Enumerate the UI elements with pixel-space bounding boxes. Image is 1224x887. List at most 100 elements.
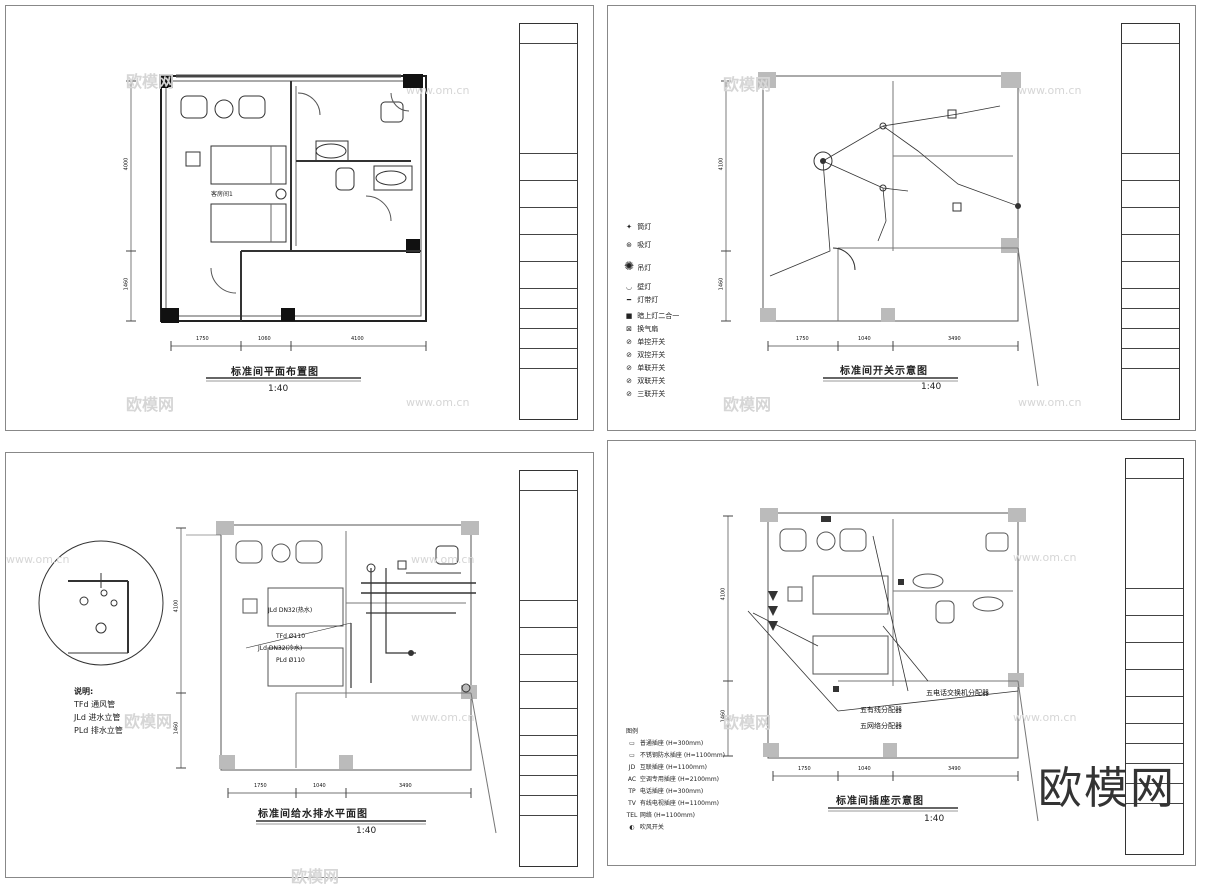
notes-title: 说明: (74, 687, 94, 696)
callout-cable-splitter: 五有线分配器 (860, 706, 902, 714)
room-label: 客房间1 (211, 191, 233, 198)
legend-item: ■ 暗上灯二合一 (623, 310, 680, 323)
pipe-label-hot: JLd DN32(热水) (268, 607, 313, 614)
title-block (519, 23, 578, 420)
legend-item: ⊘ 双联开关 (623, 375, 679, 388)
sheet-plumbing-plan: JLd DN32(热水) TFd Ø110 JLd DN32(冷水) PLd Ø… (5, 452, 594, 886)
title-block (1121, 23, 1180, 420)
dim-v-1: 4100 (720, 587, 727, 601)
dim-h-3: 3490 (948, 336, 961, 342)
legend-item: ✺ 吊灯 (623, 259, 652, 273)
title-block (1125, 458, 1184, 855)
legend-item: AC 空调专用插座 (H=2100mm) (626, 774, 725, 786)
lighting-legend: ✦ 筒灯 ⊛ 吸灯 ✺ 吊灯 ◡ 壁灯 ━ 灯带灯 ■ 暗上灯二合一 ⊠ 换气扇… (623, 221, 679, 401)
watermark-brand: 欧模网 (723, 75, 772, 94)
legend-item: ▭ 不锈钢防水插座 (H=1100mm) (626, 750, 725, 762)
dim-h-1: 1750 (798, 766, 811, 772)
drawing-title: 标准间给水排水平面图 (258, 809, 368, 820)
plumbing-plan-drawing (38, 521, 497, 834)
dim-h-2: 1040 (858, 766, 871, 772)
legend-item: ⊘ 单控开关 (623, 336, 679, 349)
legend-item: ⊘ 单联开关 (623, 362, 679, 375)
note-item: TFd 通风管 (74, 700, 116, 709)
watermark-brand: 欧模网 (291, 867, 340, 886)
title-block (519, 470, 578, 867)
double-gang-icon: ⊘ (626, 377, 632, 385)
legend-item: ✦ 筒灯 (623, 221, 679, 234)
dim-v-2: 1460 (173, 721, 180, 735)
legend-item: TV 有线电视插座 (H=1100mm) (626, 798, 725, 810)
dim-h-1: 1750 (796, 336, 809, 342)
legend-item: ◡ 壁灯 (623, 281, 679, 294)
legend-item: ⊠ 换气扇 (623, 323, 679, 336)
legend-item: JD 互联插座 (H=1100mm) (626, 762, 725, 774)
jd-socket-icon: JD (628, 764, 636, 771)
dim-h-2: 1040 (858, 336, 871, 342)
downlight-icon: ✦ (626, 223, 632, 231)
dim-h-2: 1040 (313, 783, 326, 789)
watermark-url: www.om.cn (406, 84, 470, 97)
tv-socket-icon: TV (628, 800, 636, 807)
legend-item: TP 电话插座 (H=300mm) (626, 786, 725, 798)
note-item: PLd 排水立管 (74, 726, 123, 735)
legend-item: ⊘ 三联开关 (623, 388, 679, 401)
ceiling-light-icon: ⊛ (626, 241, 632, 249)
legend-item: TEL 网络 (H=1100mm) (626, 810, 725, 822)
ac-socket-icon: AC (627, 776, 637, 783)
pipe-label-cold: JLd DN32(冷水) (258, 645, 303, 652)
legend-item: ▭ 普通插座 (H=300mm) (626, 738, 725, 750)
single-switch-2-icon: ⊘ (626, 364, 632, 372)
double-switch-icon: ⊘ (626, 351, 632, 359)
legend-item: ◐ 吹风开关 (626, 822, 725, 834)
callout-telephone-switch: 五电话交换机分配器 (926, 689, 989, 697)
triple-gang-icon: ⊘ (626, 390, 632, 398)
dim-v-1: 4100 (718, 157, 725, 171)
drawing-scale: 1:40 (356, 826, 377, 836)
watermark-brand: 欧模网 (723, 713, 772, 732)
plumbing-notes: 说明: TFd 通风管 JLd 进水立管 PLd 排水立管 (74, 685, 123, 737)
drawing-scale: 1:40 (268, 384, 289, 394)
tel-socket-icon: TEL (626, 812, 638, 819)
watermark-url: www.om.cn (1018, 84, 1082, 97)
watermark-brand: 欧模网 (124, 712, 173, 731)
socket-legend: 图例 ▭ 普通插座 (H=300mm) ▭ 不锈钢防水插座 (H=1100mm)… (626, 726, 725, 834)
dim-h-2: 1060 (258, 336, 271, 342)
dim-h-3: 3490 (399, 783, 412, 789)
dim-h-1: 1750 (254, 783, 267, 789)
switch-plan-drawing (721, 72, 1039, 387)
brand-logo: 欧模网 (1038, 763, 1176, 814)
watermark-brand: 欧模网 (723, 395, 772, 414)
drawing-scale: 1:40 (924, 814, 945, 824)
pipe-label-vent: TFd Ø110 (276, 633, 306, 640)
legend-item: ⊘ 双控开关 (623, 349, 679, 362)
callout-network-splitter: 五网络分配器 (860, 722, 902, 730)
pipe-label-drain: PLd Ø110 (276, 657, 305, 664)
watermark-url: www.om.cn (6, 553, 70, 566)
legend-title: 图例 (626, 728, 639, 735)
drawing-title: 标准间开关示意图 (840, 366, 928, 377)
watermark-url: www.om.cn (411, 711, 475, 724)
sheet-switch-plan: 1750 1040 3490 4100 1460 ✦ 筒灯 ⊛ 吸灯 ✺ 吊灯 … (607, 5, 1196, 431)
dim-h-3: 3490 (948, 766, 961, 772)
hair-dryer-icon: ◐ (629, 824, 635, 831)
sheet-floor-plan: 客房间1 1750 1060 4100 4000 1460 标准间平面布置图 1… (5, 5, 594, 431)
dim-v-1: 4100 (173, 599, 180, 613)
dim-v-1: 4000 (123, 157, 130, 171)
dim-v-2: 1460 (718, 277, 725, 291)
floor-plan-drawing (126, 74, 427, 382)
drawing-title: 标准间插座示意图 (836, 796, 924, 807)
note-item: JLd 进水立管 (74, 713, 121, 722)
dim-h-3: 4100 (351, 336, 364, 342)
exhaust-fan-icon: ⊠ (626, 325, 632, 333)
tp-socket-icon: TP (628, 788, 636, 795)
watermark-url: www.om.cn (411, 553, 475, 566)
dim-v-2: 1460 (123, 277, 130, 291)
watermark-brand: 欧模网 (126, 72, 175, 91)
watermark-url: www.om.cn (1013, 551, 1077, 564)
combo-switch-icon: ■ (625, 312, 633, 320)
drawing-scale: 1:40 (921, 382, 942, 392)
socket-plan-drawing (723, 508, 1039, 822)
strip-light-icon: ━ (626, 296, 632, 304)
socket-icon: ▭ (629, 740, 635, 747)
watermark-url: www.om.cn (1013, 711, 1077, 724)
